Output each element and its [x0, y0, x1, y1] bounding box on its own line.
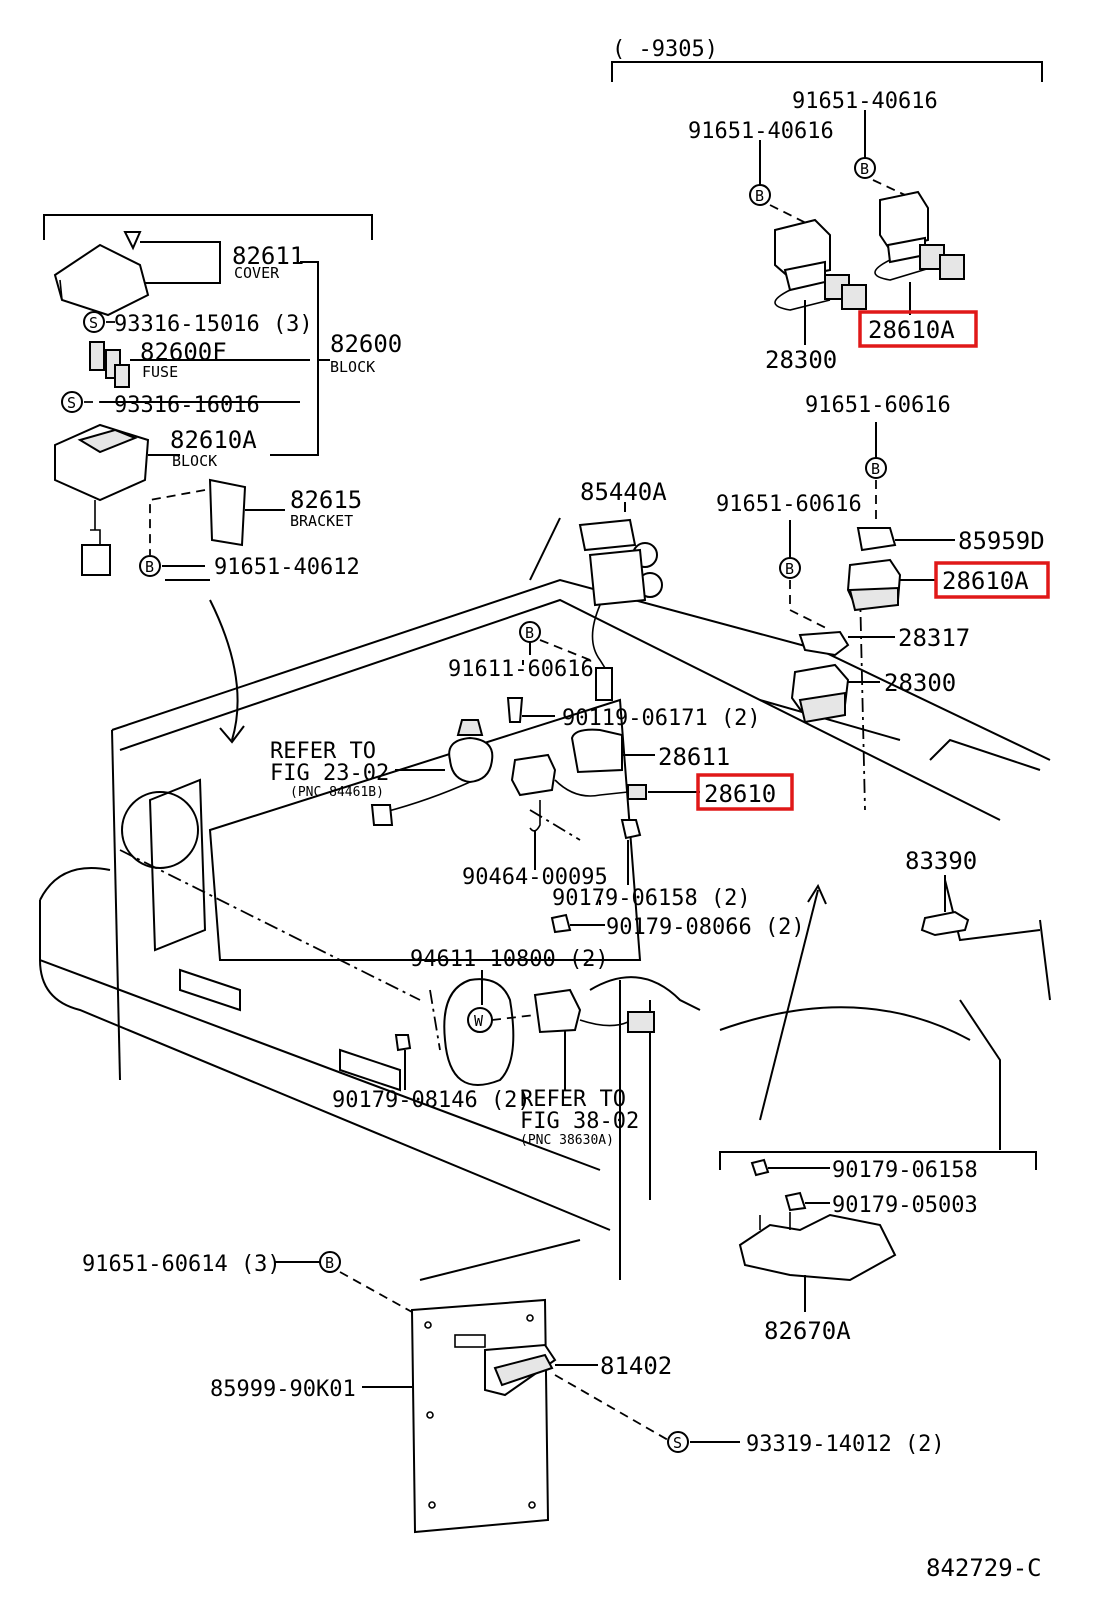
label-93316-16016: 93316-16016 — [114, 393, 260, 418]
vehicle-body-outline — [39, 517, 1051, 1281]
screw-symbol-icon — [667, 1431, 689, 1453]
leader-lines — [165, 579, 601, 905]
label-91611-60616: 91611-60616 — [448, 657, 594, 682]
label-90179-08146: 90179-08146 (2) — [332, 1088, 531, 1113]
label-93319-14012: 93319-14012 (2) — [746, 1432, 945, 1457]
label-91651-60616-a: 91651-60616 — [805, 393, 951, 418]
label-91651-60614: 91651-60614 (3) — [82, 1252, 281, 1277]
bolt-symbol-icon — [139, 555, 161, 577]
label-block-low: BLOCK — [172, 452, 217, 470]
svg-text:S: S — [89, 314, 98, 332]
label-85959D: 85959D — [958, 527, 1045, 555]
label-refer-23-02-b: FIG 23-02 — [270, 761, 389, 786]
screw-symbol-icon — [83, 311, 105, 333]
label-83390: 83390 — [905, 847, 977, 875]
bolt-symbol-icon — [865, 457, 887, 479]
label-28300-mid: 28300 — [884, 669, 956, 697]
flow-arrows — [209, 599, 827, 1121]
label-refer-38-02-pnc: (PNC 38630A) — [520, 1133, 614, 1148]
later-relay-group: B B — [779, 422, 955, 724]
label-81402: 81402 — [600, 1352, 672, 1380]
svg-text:B: B — [785, 560, 794, 578]
svg-text:B: B — [871, 460, 880, 478]
leader-dashdot-lines — [119, 589, 866, 1051]
early-relay-group: B B — [611, 61, 1043, 345]
label-90179-08066: 90179-08066 (2) — [606, 915, 805, 940]
bracket-group — [719, 1151, 1037, 1312]
label-28300-top: 28300 — [765, 346, 837, 374]
label-82610A: 82610A — [170, 426, 257, 454]
label-fuse: FUSE — [142, 363, 178, 381]
range-label: ( -9305) — [612, 37, 718, 62]
relay-block-group: S S B — [43, 214, 373, 577]
callout-labels: ( -9305) 82611 COVER 93316-15016 (3) 826… — [82, 37, 1045, 1582]
bolt-symbol-icon — [779, 557, 801, 579]
label-91651-60616-b: 91651-60616 — [716, 492, 862, 517]
svg-text:B: B — [325, 1254, 334, 1272]
label-90179-06158-b: 90179-06158 — [832, 1158, 978, 1183]
label-90179-06158-a: 90179-06158 (2) — [552, 886, 751, 911]
highlight-28610A-top[interactable] — [858, 310, 978, 348]
label-91651-40616-a: 91651-40616 — [792, 89, 938, 114]
horn-relay-group: B W — [370, 502, 970, 1090]
label-82670A: 82670A — [764, 1317, 851, 1345]
label-refer-23-02-a: REFER TO — [270, 739, 376, 764]
label-90119-06171: 90119-06171 (2) — [562, 706, 761, 731]
label-82611: 82611 — [232, 242, 304, 270]
label-28610: 28610 — [704, 780, 776, 808]
svg-text:B: B — [145, 558, 154, 576]
highlight-boxes — [696, 310, 1050, 811]
svg-text:W: W — [474, 1012, 484, 1030]
svg-text:S: S — [67, 394, 76, 412]
label-block-top: BLOCK — [330, 358, 375, 376]
label-28317: 28317 — [898, 624, 970, 652]
highlight-28610A-mid[interactable] — [934, 561, 1050, 599]
label-90179-05003: 90179-05003 — [832, 1193, 978, 1218]
label-85440A: 85440A — [580, 478, 667, 506]
label-91651-40612: 91651-40612 — [214, 555, 360, 580]
license-plate-bracket: B S — [275, 1251, 740, 1534]
label-28610A-top: 28610A — [868, 316, 955, 344]
svg-text:S: S — [673, 1434, 682, 1452]
label-refer-38-02-b: FIG 38-02 — [520, 1109, 639, 1134]
screw-symbol-icon — [61, 391, 83, 413]
label-82600: 82600 — [330, 330, 402, 358]
label-refer-23-02-pnc: (PNC 84461B) — [290, 785, 384, 800]
svg-text:B: B — [525, 624, 534, 642]
label-91651-40616-b: 91651-40616 — [688, 119, 834, 144]
label-93316-15016: 93316-15016 (3) — [114, 312, 313, 337]
label-90464-00095: 90464-00095 — [462, 865, 608, 890]
svg-text:B: B — [860, 160, 869, 178]
label-82615: 82615 — [290, 486, 362, 514]
label-refer-38-02-a: REFER TO — [520, 1087, 626, 1112]
svg-text:B: B — [755, 187, 764, 205]
label-28611: 28611 — [658, 743, 730, 771]
highlight-28610[interactable] — [696, 773, 794, 811]
label-94611-10800: 94611-10800 (2) — [410, 947, 609, 972]
label-28610A-mid: 28610A — [942, 567, 1029, 595]
label-cover: COVER — [234, 264, 280, 282]
label-82600F: 82600F — [140, 338, 227, 366]
diagram-code: 842729-C — [926, 1554, 1042, 1582]
label-bracket: BRACKET — [290, 512, 353, 530]
label-85999-90K01: 85999-90K01 — [210, 1377, 356, 1402]
